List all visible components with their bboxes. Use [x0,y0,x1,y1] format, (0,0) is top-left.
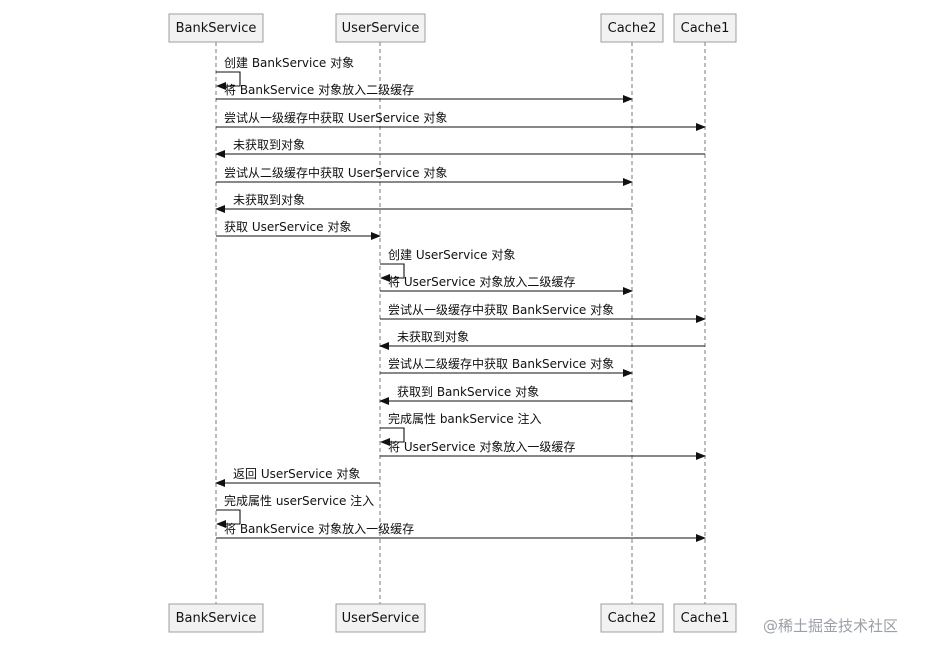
message-label: 尝试从二级缓存中获取 UserService 对象 [224,165,447,180]
message-label: 未获取到对象 [397,330,469,344]
participant-label: BankService [176,21,257,36]
message-label: 尝试从一级缓存中获取 UserService 对象 [224,110,447,125]
participant-cache1-top: Cache1 [673,13,737,43]
participant-box [168,603,264,633]
message-label: 创建 UserService 对象 [388,248,515,262]
message-1: 创建 BankService 对象 [216,56,354,90]
participant-box [168,13,264,43]
self-message-arrow [216,71,241,90]
participant-box [335,603,426,633]
message-label: 未获取到对象 [233,138,305,152]
participant-box [335,13,426,43]
message-label: 尝试从二级缓存中获取 BankService 对象 [388,356,614,371]
message-label: 获取 UserService 对象 [224,220,351,234]
participant-userservice-bottom: UserService [335,603,426,633]
participant-userservice-top: UserService [335,13,426,43]
message-16: 返回 UserService 对象 [215,467,380,487]
participant-box [673,13,737,43]
message-12: 尝试从二级缓存中获取 BankService 对象 [380,356,633,377]
message-13: 获取到 BankService 对象 [379,385,632,405]
message-4: 未获取到对象 [215,138,705,158]
message-18: 将 BankService 对象放入一级缓存 [216,521,706,542]
message-label: 尝试从一级缓存中获取 BankService 对象 [388,302,614,317]
watermark-text: @稀土掘金技术社区 [763,617,898,635]
message-2: 将 BankService 对象放入二级缓存 [216,82,633,103]
message-17: 完成属性 userService 注入 [216,493,374,528]
message-8: 创建 UserService 对象 [380,248,515,282]
participant-label: BankService [176,611,257,626]
participant-cache1-bottom: Cache1 [673,603,737,633]
participant-label: UserService [342,611,420,626]
participant-label: Cache1 [681,21,730,36]
message-label: 未获取到对象 [233,193,305,207]
message-label: 将 BankService 对象放入二级缓存 [224,82,414,97]
message-10: 尝试从一级缓存中获取 BankService 对象 [380,302,706,323]
participant-label: Cache2 [608,21,657,36]
message-label: 将 UserService 对象放入二级缓存 [388,274,575,289]
self-message-arrow [380,263,405,282]
message-label: 获取到 BankService 对象 [397,385,539,399]
participant-box [673,603,737,633]
self-message-arrow [216,509,241,528]
message-label: 创建 BankService 对象 [224,56,354,70]
message-9: 将 UserService 对象放入二级缓存 [380,274,633,295]
message-15: 将 UserService 对象放入一级缓存 [380,439,706,460]
message-3: 尝试从一级缓存中获取 UserService 对象 [216,110,706,131]
message-label: 将 BankService 对象放入一级缓存 [224,521,414,536]
participant-cache2-bottom: Cache2 [600,603,664,633]
message-label: 将 UserService 对象放入一级缓存 [388,439,575,454]
message-5: 尝试从二级缓存中获取 UserService 对象 [216,165,633,186]
message-label: 返回 UserService 对象 [233,467,360,481]
message-6: 未获取到对象 [215,193,632,213]
participant-box [600,13,664,43]
participant-label: Cache2 [608,611,657,626]
message-11: 未获取到对象 [379,330,705,350]
participant-label: Cache1 [681,611,730,626]
message-label: 完成属性 bankService 注入 [388,411,542,426]
participant-label: UserService [342,21,420,36]
message-14: 完成属性 bankService 注入 [380,411,542,446]
self-message-arrow [380,427,405,446]
participant-cache2-top: Cache2 [600,13,664,43]
participant-box [600,603,664,633]
message-label: 完成属性 userService 注入 [224,493,374,508]
participant-bankservice-top: BankService [168,13,264,43]
message-7: 获取 UserService 对象 [216,220,381,240]
participant-bankservice-bottom: BankService [168,603,264,633]
message-group: 创建 BankService 对象将 BankService 对象放入二级缓存尝… [215,56,706,542]
